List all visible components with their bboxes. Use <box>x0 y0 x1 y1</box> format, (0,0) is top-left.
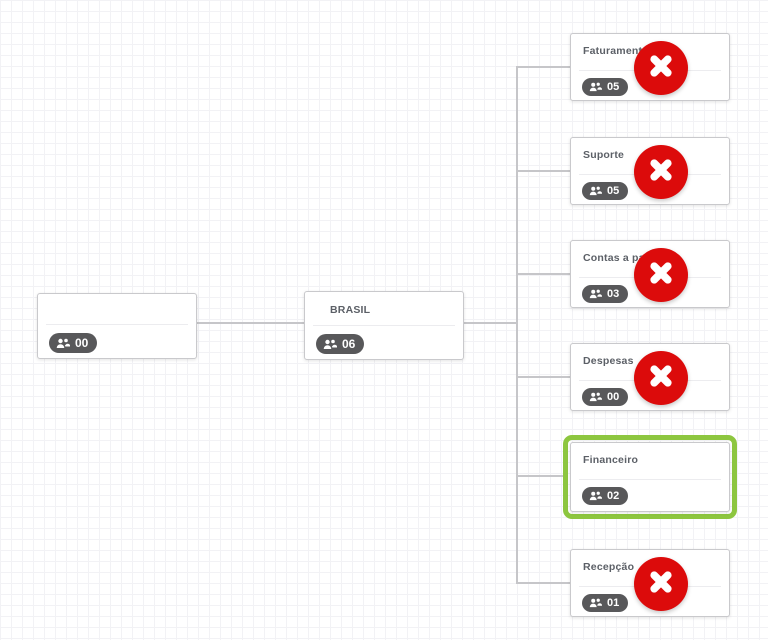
employee-count-badge: 03 <box>582 285 629 303</box>
node-divider <box>46 324 188 325</box>
node-title: Suporte <box>583 149 625 161</box>
org-node-contas-a-pagar[interactable]: Contas a pagar 03 <box>570 240 730 308</box>
users-icon <box>589 392 602 402</box>
employee-count: 01 <box>607 597 620 609</box>
employee-count: 05 <box>607 185 620 197</box>
connector-line <box>517 170 570 172</box>
employee-count: 06 <box>342 337 356 351</box>
users-icon <box>589 491 602 501</box>
org-node-root[interactable]: 00 <box>37 293 197 359</box>
users-icon <box>589 598 602 608</box>
employee-count-badge: 02 <box>582 487 629 505</box>
connector-line <box>196 322 304 324</box>
node-title: Faturamento <box>583 45 649 57</box>
employee-count: 03 <box>607 288 620 300</box>
selected-node-highlight: Financeiro 02 <box>563 435 737 519</box>
remove-node-button[interactable] <box>634 248 688 302</box>
employee-count: 00 <box>75 336 89 350</box>
remove-node-button[interactable] <box>634 41 688 95</box>
connector-line <box>517 475 563 477</box>
users-icon <box>323 339 337 350</box>
users-icon <box>589 289 602 299</box>
connector-line <box>464 322 518 324</box>
connector-line <box>517 582 570 584</box>
employee-count-badge: 00 <box>582 388 629 406</box>
org-node-suporte[interactable]: Suporte 05 <box>570 137 730 205</box>
org-node-financeiro[interactable]: Financeiro 02 <box>570 442 730 512</box>
remove-node-button[interactable] <box>634 145 688 199</box>
x-icon <box>644 359 678 398</box>
employee-count: 02 <box>607 490 620 502</box>
x-icon <box>644 256 678 295</box>
employee-count-badge: 05 <box>582 78 629 96</box>
x-icon <box>644 49 678 88</box>
node-title: Financeiro <box>583 454 639 466</box>
node-title: Despesas <box>583 355 634 367</box>
employee-count: 05 <box>607 81 620 93</box>
connector-line <box>517 273 570 275</box>
org-node-despesas[interactable]: Despesas 00 <box>570 343 730 411</box>
x-icon <box>644 153 678 192</box>
connector-trunk-line <box>516 66 518 584</box>
users-icon <box>589 186 602 196</box>
users-icon <box>589 82 602 92</box>
org-node-recepcao[interactable]: Recepção 01 <box>570 549 730 617</box>
node-divider <box>313 325 455 326</box>
node-title: Recepção <box>583 561 635 573</box>
org-node-faturamento[interactable]: Faturamento 05 <box>570 33 730 101</box>
employee-count: 00 <box>607 391 620 403</box>
remove-node-button[interactable] <box>634 557 688 611</box>
employee-count-badge: 01 <box>582 594 629 612</box>
employee-count-badge: 05 <box>582 182 629 200</box>
node-divider <box>579 479 721 480</box>
x-icon <box>644 565 678 604</box>
remove-node-button[interactable] <box>634 351 688 405</box>
employee-count-badge: 00 <box>49 333 98 353</box>
users-icon <box>56 338 70 349</box>
connector-line <box>517 376 570 378</box>
employee-count-badge: 06 <box>316 334 365 354</box>
org-node-brasil[interactable]: BRASIL 06 <box>304 291 464 360</box>
node-title: BRASIL <box>330 304 371 316</box>
connector-line <box>517 66 570 68</box>
